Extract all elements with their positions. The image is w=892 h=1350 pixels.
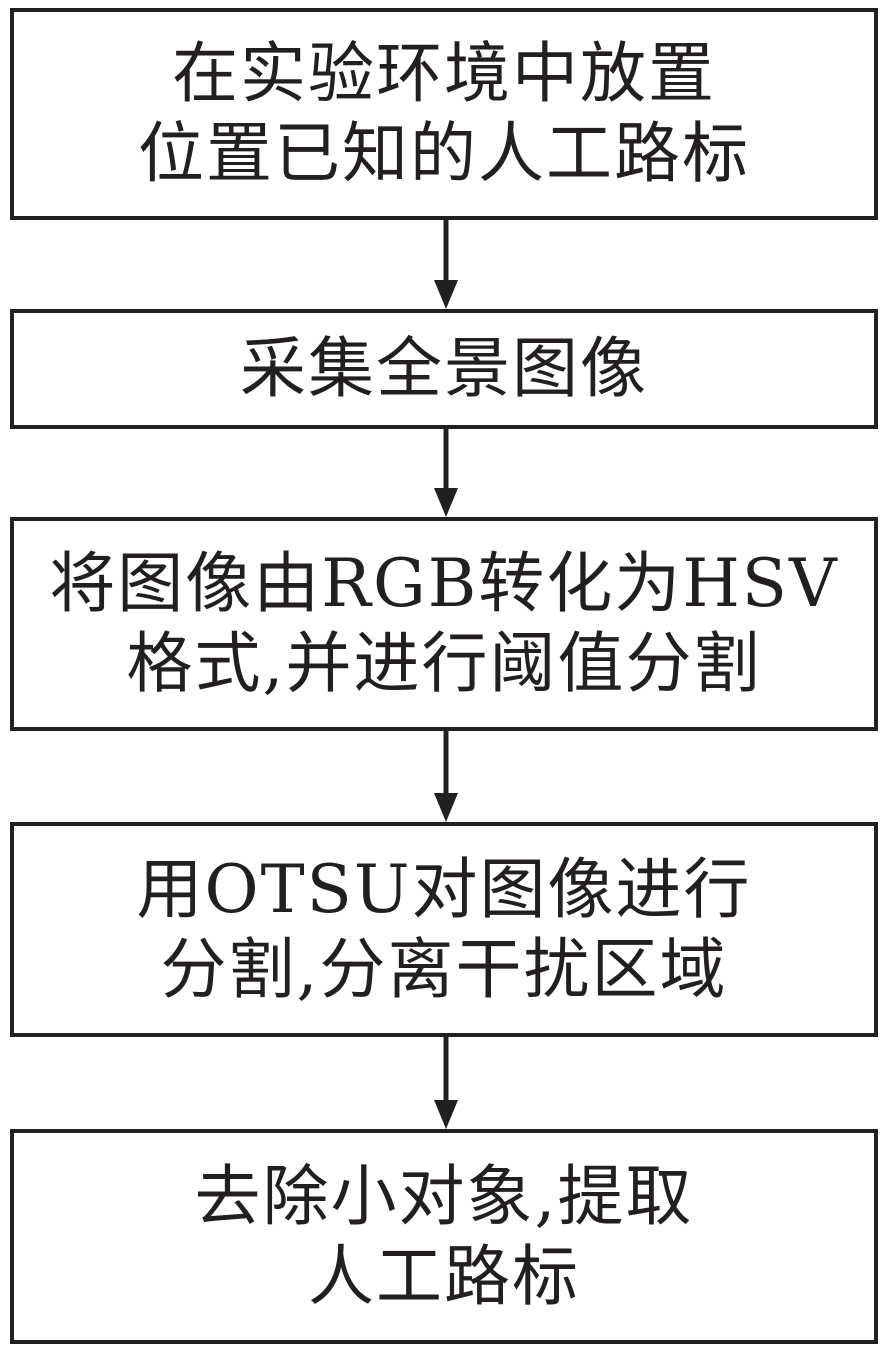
flow-step-2-line-1: 采集全景图像 bbox=[240, 330, 648, 407]
flow-step-5-line-1: 去除小对象,提取 bbox=[194, 1157, 694, 1235]
flow-step-4-line-1: 用OTSU对图像进行 bbox=[136, 850, 752, 928]
arrow-4-to-5 bbox=[434, 1037, 458, 1129]
flow-step-5-line-2: 人工路标 bbox=[308, 1237, 580, 1315]
arrow-2-to-3 bbox=[434, 429, 458, 517]
flow-step-5-box: 去除小对象,提取 人工路标 bbox=[10, 1129, 878, 1344]
flow-step-4-line-2: 分割,分离干扰区域 bbox=[160, 930, 728, 1008]
arrow-1-to-2 bbox=[434, 220, 458, 309]
flow-step-1-line-2: 位置已知的人工路标 bbox=[138, 115, 750, 192]
flow-step-3-line-2: 格式,并进行阈值分割 bbox=[126, 625, 762, 702]
flow-step-1-line-1: 在实验环境中放置 bbox=[172, 35, 716, 112]
flow-step-2-box: 采集全景图像 bbox=[10, 309, 878, 429]
flow-step-1-box: 在实验环境中放置 位置已知的人工路标 bbox=[10, 8, 878, 220]
flow-step-3-line-1: 将图像由RGB转化为HSV bbox=[49, 545, 839, 622]
arrow-3-to-4 bbox=[434, 731, 458, 822]
flow-step-3-box: 将图像由RGB转化为HSV 格式,并进行阈值分割 bbox=[10, 517, 878, 731]
flow-step-4-box: 用OTSU对图像进行 分割,分离干扰区域 bbox=[10, 822, 878, 1037]
